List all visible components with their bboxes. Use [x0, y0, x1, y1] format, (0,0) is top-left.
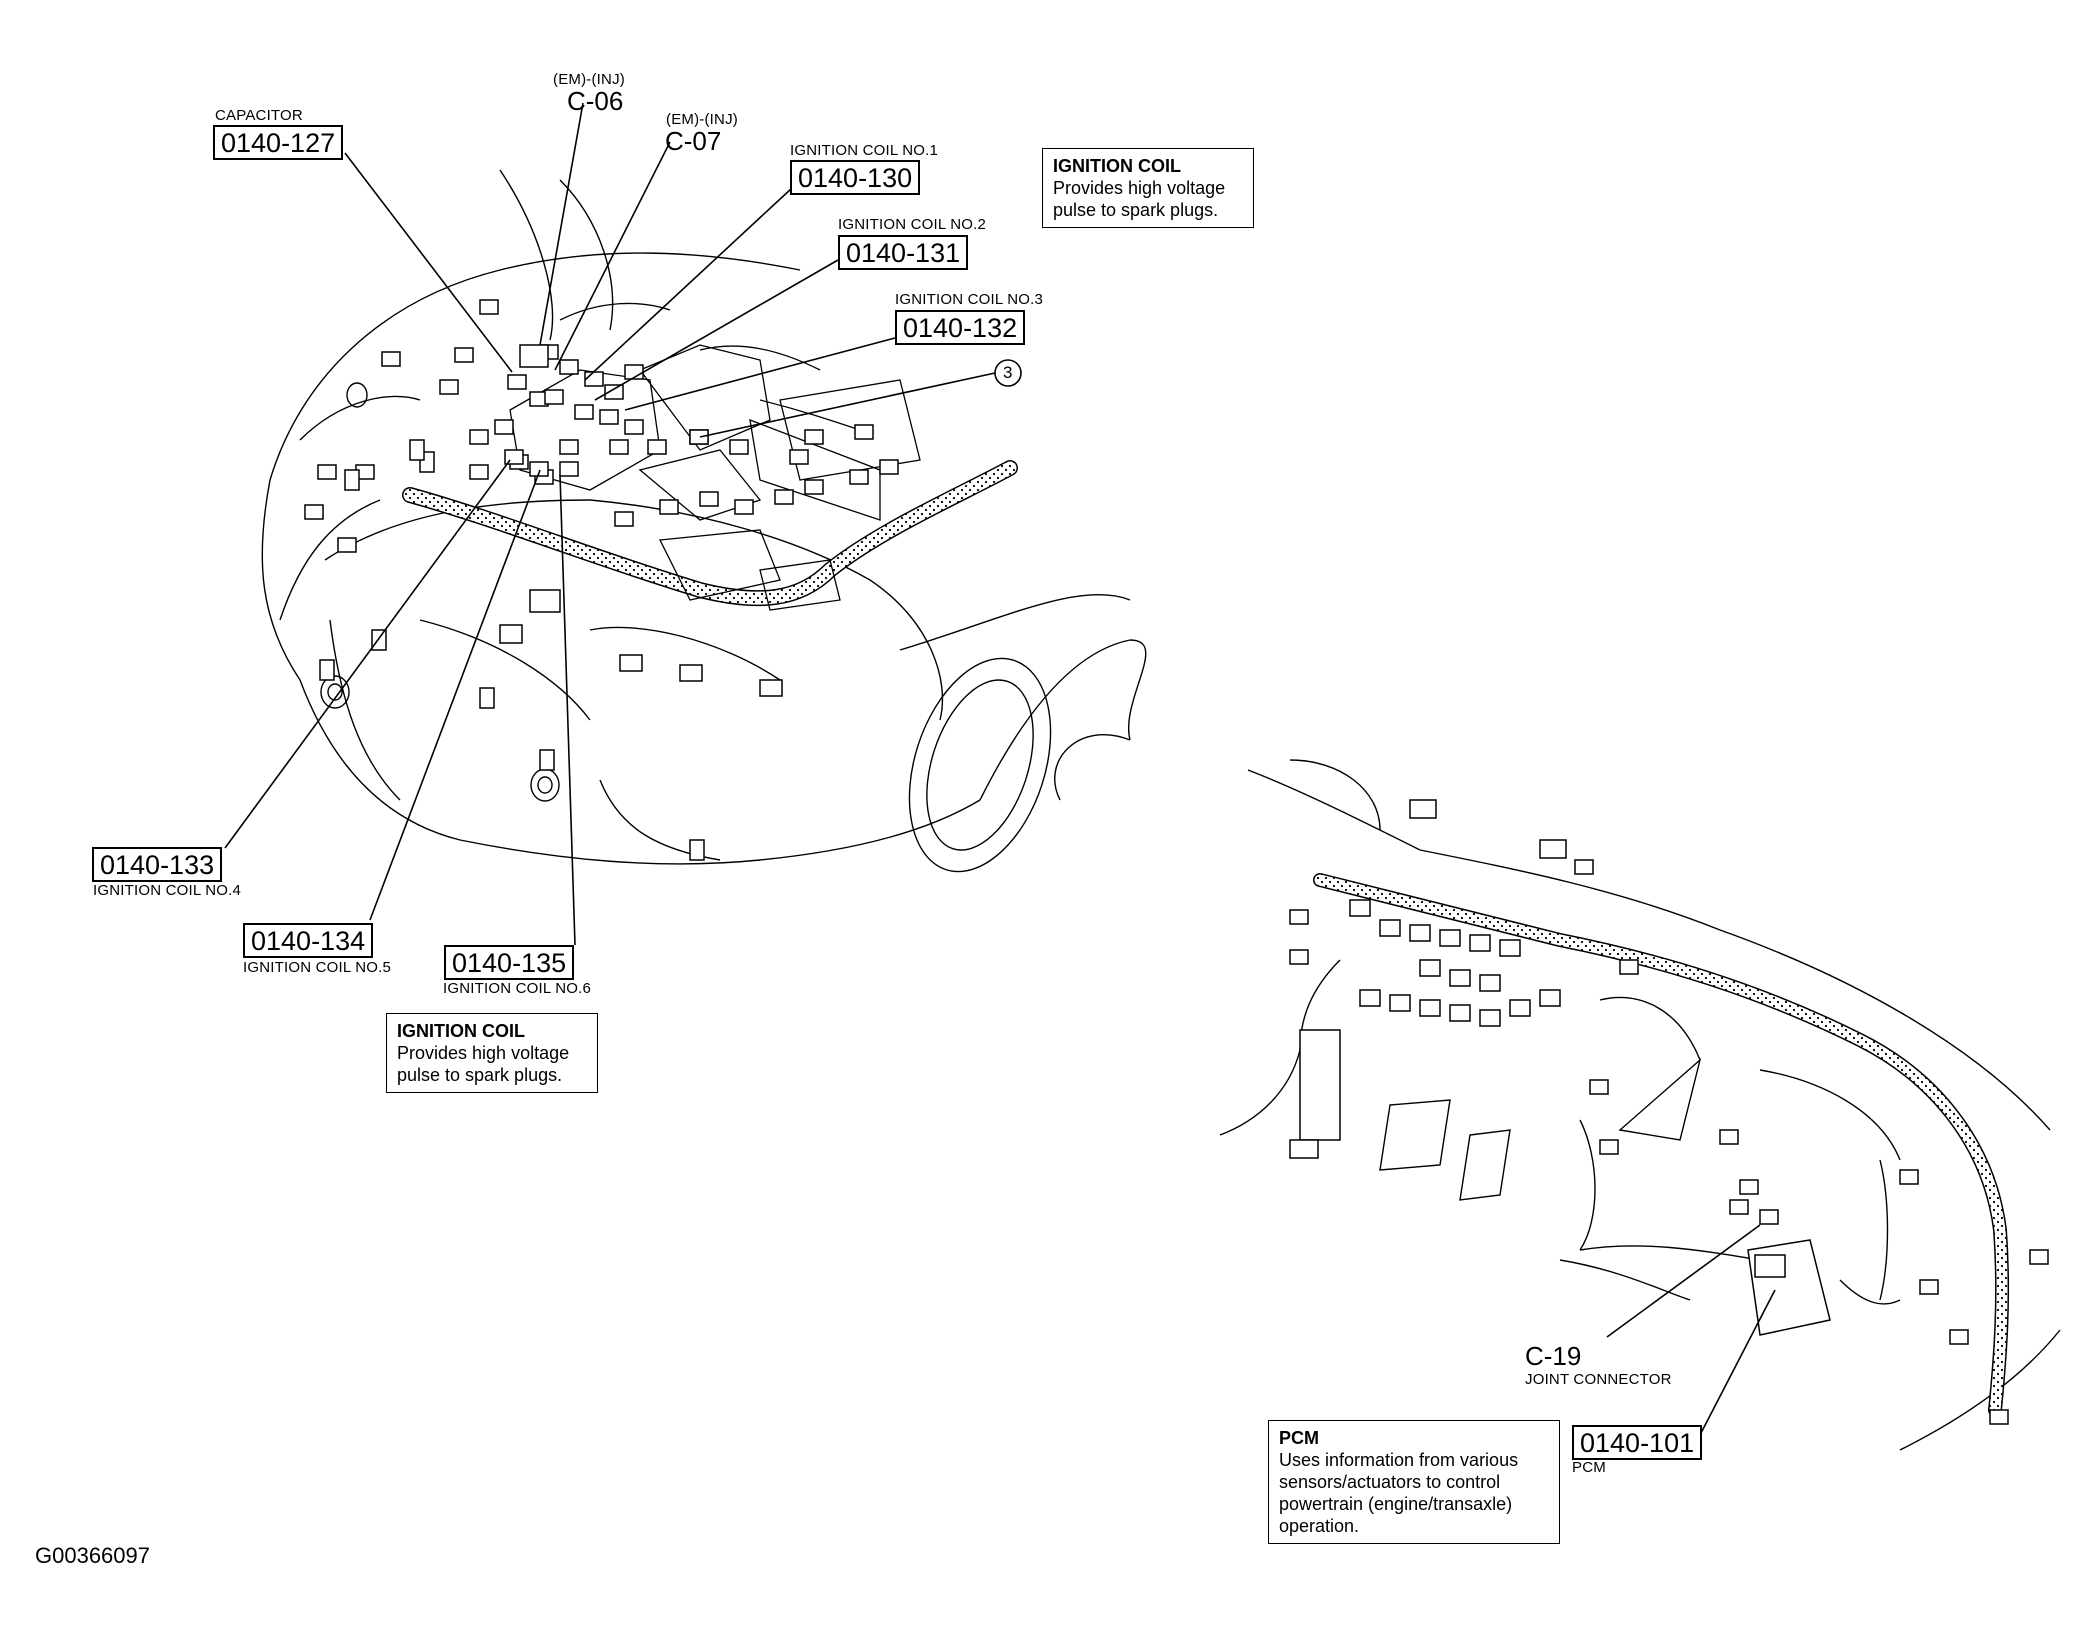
ignition-coil-6-caption: IGNITION COIL NO.6 — [443, 980, 592, 997]
c19-caption: JOINT CONNECTOR — [1525, 1371, 1672, 1388]
ignition-coil-2-caption: IGNITION COIL NO.2 — [838, 216, 987, 233]
engine-harness — [402, 460, 1018, 607]
ignition-coil-note-bottom-heading: IGNITION COIL — [397, 1021, 525, 1041]
car-body-outline — [261, 169, 1147, 865]
c07-prefix: (EM)-(INJ) — [666, 111, 738, 128]
ignition-coil-note-top-body: Provides high voltage pulse to spark plu… — [1053, 178, 1226, 220]
ignition-coil-note-top-heading: IGNITION COIL — [1053, 156, 1181, 176]
front-wheel — [908, 657, 1052, 873]
ignition-coil-3-caption: IGNITION COIL NO.3 — [895, 291, 1044, 308]
dash-leader-lines — [1606, 1224, 1776, 1436]
c07-id: C-07 — [665, 126, 722, 156]
ignition-coil-1-caption: IGNITION COIL NO.1 — [790, 142, 939, 159]
pcm-note-body: Uses information from various sensors/ac… — [1279, 1450, 1519, 1536]
ignition-coil-3-code: 0140-132 — [895, 310, 1026, 345]
ignition-coil-5-code: 0140-134 — [243, 923, 374, 958]
dash-outline — [1219, 759, 2061, 1451]
dash-connectors — [1289, 799, 2049, 1425]
pcm-caption: PCM — [1572, 1459, 1606, 1476]
pcm-code: 0140-101 — [1572, 1425, 1703, 1460]
capacitor-code: 0140-127 — [213, 125, 344, 160]
pcm-unit — [1747, 1239, 1831, 1336]
ignition-coil-note-top: IGNITION COIL Provides high voltage puls… — [1042, 148, 1254, 228]
engine-leader-lines — [224, 102, 996, 946]
capacitor-caption: CAPACITOR — [215, 107, 303, 124]
ignition-coil-note-bottom-body: Provides high voltage pulse to spark plu… — [397, 1043, 570, 1085]
pcm-note: PCM Uses information from various sensor… — [1268, 1420, 1560, 1544]
pedals — [1379, 1099, 1511, 1201]
reference-circle-number: 3 — [1003, 363, 1013, 382]
ignition-coil-4-caption: IGNITION COIL NO.4 — [93, 882, 242, 899]
engine-connectors — [304, 299, 899, 861]
engine-block — [509, 302, 921, 611]
reference-circle — [994, 359, 1022, 387]
ignition-coil-6-code: 0140-135 — [444, 945, 575, 980]
ignition-coil-note-bottom: IGNITION COIL Provides high voltage puls… — [386, 1013, 598, 1093]
c19-id: C-19 — [1525, 1341, 1582, 1371]
ignition-coil-2-code: 0140-131 — [838, 235, 969, 270]
ignition-coil-1-code: 0140-130 — [790, 160, 921, 195]
relay-block — [1289, 1029, 1341, 1159]
coil-cluster — [439, 344, 624, 477]
fog-lamps — [320, 382, 560, 802]
ignition-coil-5-caption: IGNITION COIL NO.5 — [243, 959, 392, 976]
c06-id: C-06 — [567, 86, 624, 116]
ignition-coil-4-code: 0140-133 — [92, 847, 223, 882]
pcm-note-heading: PCM — [1279, 1428, 1319, 1448]
figure-id: G00366097 — [35, 1543, 150, 1568]
c06-prefix: (EM)-(INJ) — [553, 71, 625, 88]
